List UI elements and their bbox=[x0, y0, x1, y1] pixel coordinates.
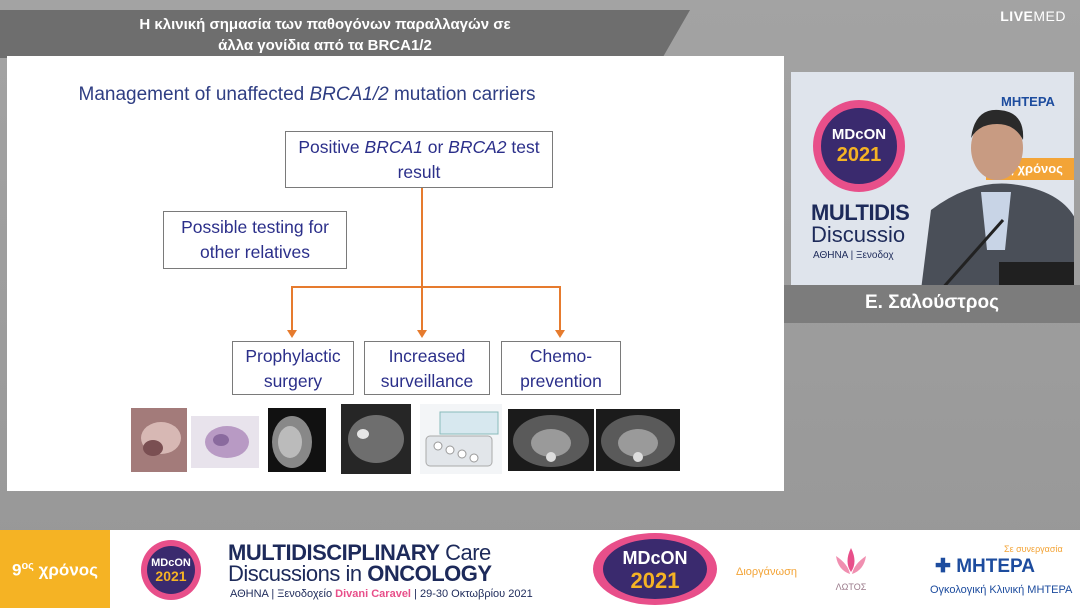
cam-mitera-logo: ΜΗΤΕΡΑ bbox=[1001, 94, 1055, 109]
ct-scan-image-2 bbox=[596, 409, 680, 471]
mri-image bbox=[341, 404, 411, 474]
name-strip bbox=[784, 285, 1080, 323]
medication-image bbox=[420, 404, 502, 474]
lecture-title: Η κλινική σημασία των παθογόνων παραλλαγ… bbox=[90, 14, 560, 56]
title-line-2: άλλα γονίδια από τα BRCA1/2 bbox=[218, 37, 432, 54]
connector-middle bbox=[421, 286, 423, 330]
mitera-logo: ✚ ΜΗΤΕΡΑ bbox=[935, 556, 1036, 577]
leaf-box-chemoprevention: Chemo- prevention bbox=[501, 341, 621, 395]
mdcon-logo-large: MDcON 2021 bbox=[593, 533, 717, 605]
svg-text:2021: 2021 bbox=[631, 568, 680, 593]
leaf-box-surgery: Prophylactic surgery bbox=[232, 341, 354, 395]
mammogram-image bbox=[268, 408, 326, 472]
arrow-middle bbox=[417, 330, 427, 338]
speaker-camera: MDcON 2021 ΜΗΤΕΡΑ 9ος χρόνος MULTIDIS Di… bbox=[791, 72, 1074, 285]
svg-text:MDcON: MDcON bbox=[151, 557, 191, 569]
slide-title: Management of unaffected BRCA1/2 mutatio… bbox=[78, 84, 536, 105]
ct-scan-image-1 bbox=[508, 409, 594, 471]
surgery-photo bbox=[131, 408, 187, 472]
speaker-figure bbox=[921, 109, 1074, 285]
connector-left bbox=[291, 286, 293, 330]
mdcon-badge: MDcON 2021 bbox=[813, 100, 905, 192]
banner-title-line1: MULTIDISCIPLINARY Care bbox=[228, 540, 491, 565]
banner-venue: ΑΘΗΝΑ | Ξενοδοχείο Divani Caravel | 29-3… bbox=[230, 588, 533, 600]
title-line-1: Η κλινική σημασία των παθογόνων παραλλαγ… bbox=[139, 16, 511, 33]
arrow-right bbox=[555, 330, 565, 338]
brand-live: LIVE bbox=[1000, 8, 1034, 24]
speaker-name: Ε. Σαλούστρος bbox=[864, 292, 1000, 313]
banner-title-line2: Discussions in ONCOLOGY bbox=[228, 561, 492, 586]
lotos-logo: ΛΩΤΟΣ bbox=[836, 548, 867, 592]
svg-text:MDcON: MDcON bbox=[622, 548, 687, 568]
connector-right bbox=[559, 286, 561, 330]
arrow-left bbox=[287, 330, 297, 338]
connector-horizontal bbox=[291, 286, 561, 288]
connector-vertical bbox=[421, 188, 423, 287]
svg-text:2021: 2021 bbox=[155, 568, 186, 584]
root-box: Positive BRCA1 or BRCA2 test result bbox=[285, 131, 553, 188]
title-bar bbox=[0, 10, 690, 58]
organizer-label: Διοργάνωση bbox=[736, 566, 798, 578]
svg-text:ΛΩΤΟΣ: ΛΩΤΟΣ bbox=[836, 582, 867, 592]
livemed-logo: LIVEMED bbox=[1000, 8, 1066, 24]
brand-med: MED bbox=[1033, 8, 1066, 24]
event-banner: 9ος χρόνος MDcON 2021 MULTIDISCIPLINARY … bbox=[0, 530, 1080, 608]
side-box: Possible testing for other relatives bbox=[163, 211, 347, 269]
cam-backdrop-text-2: Discussio bbox=[811, 222, 906, 247]
mdcon-logo-small: MDcON 2021 bbox=[141, 540, 201, 600]
collaboration-label: Σε συνεργασία bbox=[1004, 544, 1063, 554]
cam-backdrop-text: MULTIDIS bbox=[811, 200, 910, 225]
histology-photo bbox=[191, 416, 259, 468]
presentation-slide: Management of unaffected BRCA1/2 mutatio… bbox=[7, 56, 784, 491]
cam-backdrop-venue: ΑΘΗΝΑ | Ξενοδοχ bbox=[813, 250, 894, 261]
leaf-box-surveillance: Increased surveillance bbox=[364, 341, 490, 395]
oncology-clinic-label: Ογκολογική Κλινική ΜΗΤΕΡΑ bbox=[930, 584, 1073, 596]
years-badge: 9ος χρόνος bbox=[0, 530, 110, 608]
